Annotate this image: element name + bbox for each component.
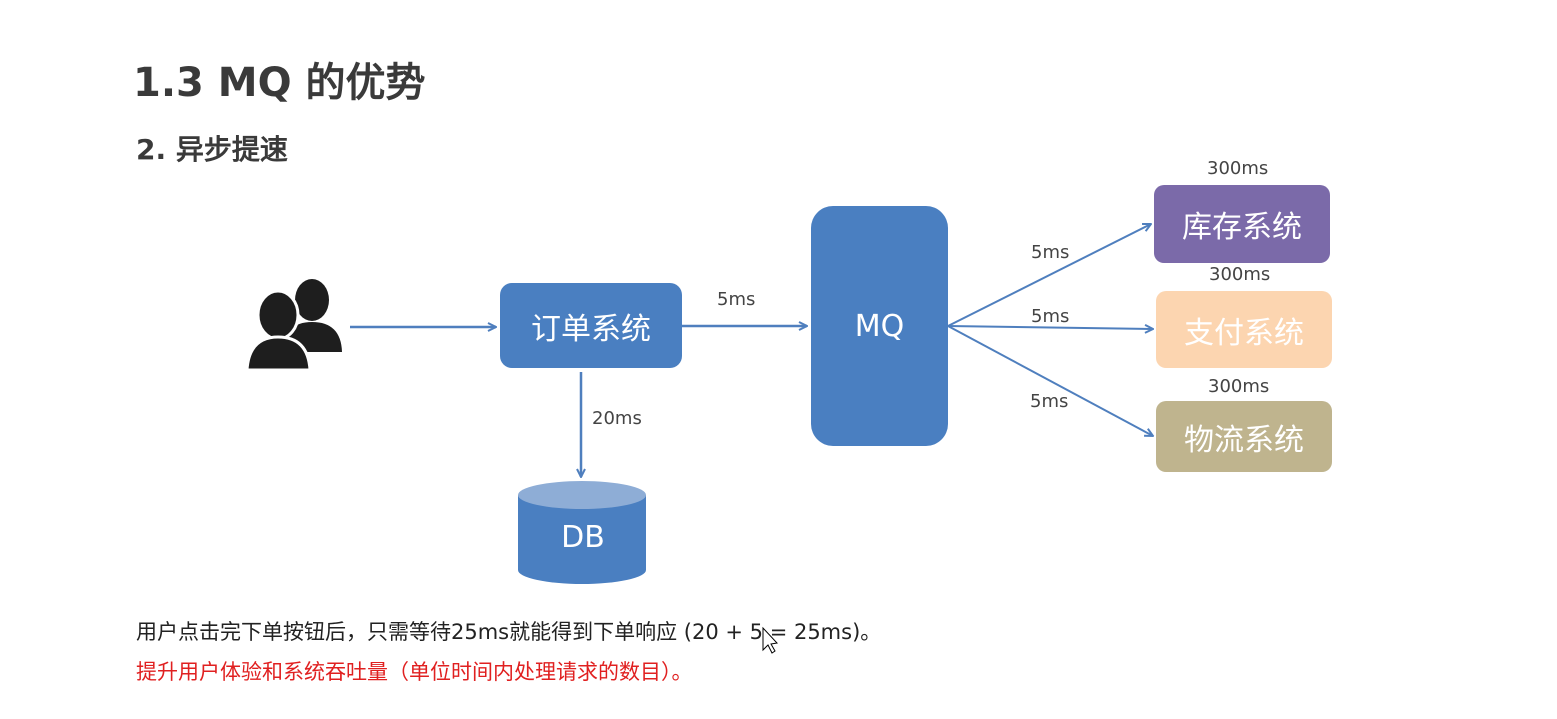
db-cylinder: [518, 481, 646, 584]
mouse-cursor-icon: [762, 626, 779, 654]
logistics-system-label: 物流系统: [1184, 422, 1304, 458]
order-to-db-time-label: 20ms: [592, 408, 642, 429]
logistics-time-label: 300ms: [1208, 376, 1270, 397]
inventory-time-label: 300ms: [1207, 158, 1269, 179]
db-label: DB: [561, 520, 605, 555]
order-system-label: 订单系统: [531, 311, 651, 347]
mq-node: MQ: [811, 206, 948, 446]
slide-subtitle: 2. 异步提速: [136, 133, 288, 166]
mq-label: MQ: [854, 308, 905, 344]
logistics-system-node: 物流系统: [1156, 401, 1332, 472]
mq-to-payment-time-label: 5ms: [1031, 306, 1070, 327]
highlight-text: 提升用户体验和系统吞吐量（单位时间内处理请求的数目）。: [136, 660, 693, 684]
arrow-mq-to-logistics: [947, 325, 1153, 436]
arrow-mq-to-payment: [947, 326, 1153, 329]
order-to-mq-time-label: 5ms: [717, 289, 756, 310]
arrow-mq-to-inventory: [947, 224, 1151, 327]
order-system-node: 订单系统: [500, 283, 682, 368]
inventory-system-label: 库存系统: [1182, 210, 1302, 245]
description-text: 用户点击完下单按钮后，只需等待25ms就能得到下单响应 (20 + 5 = 25…: [136, 620, 882, 644]
users-icon: [245, 279, 342, 372]
mq-to-inventory-time-label: 5ms: [1031, 242, 1070, 263]
mq-to-logistics-time-label: 5ms: [1030, 391, 1069, 412]
slide-title: 1.3 MQ 的优势: [133, 60, 426, 106]
payment-system-label: 支付系统: [1184, 315, 1304, 351]
payment-system-node: 支付系统: [1156, 291, 1332, 368]
inventory-system-node: 库存系统: [1154, 185, 1330, 263]
payment-time-label: 300ms: [1209, 264, 1271, 285]
